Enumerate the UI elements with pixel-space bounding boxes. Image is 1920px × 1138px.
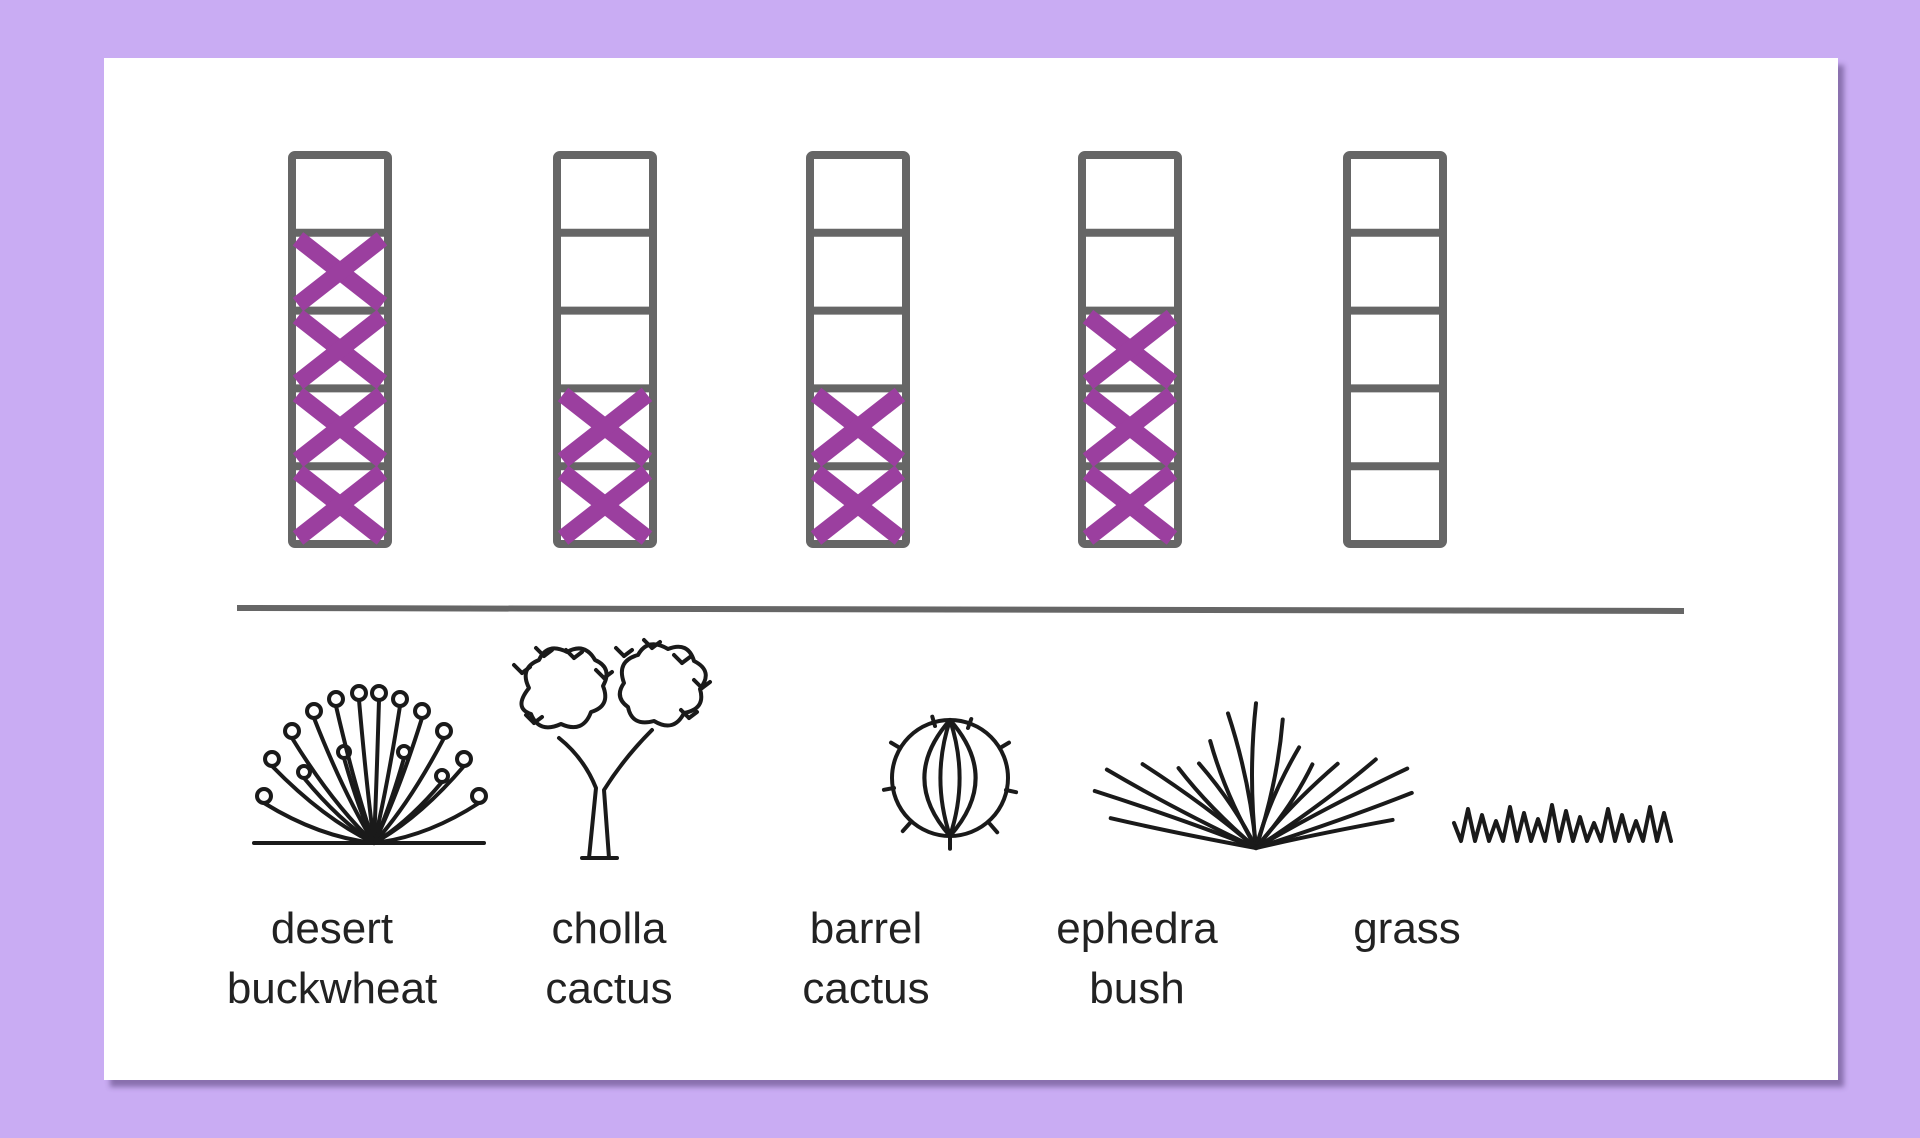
column-frame — [806, 151, 910, 548]
tally-mark — [292, 309, 388, 390]
tally-mark — [292, 387, 388, 467]
column-frame — [1343, 151, 1447, 548]
tally-mark — [1082, 309, 1178, 390]
label-line: ephedra — [1056, 904, 1218, 953]
category-label-cholla-cactus: cholla cactus — [545, 904, 672, 1013]
chart-card: desert buckwheat cholla cactus barrel cactus e… — [104, 58, 1838, 1080]
label-line: barrel — [810, 904, 923, 953]
tally-mark — [1082, 387, 1178, 467]
tally-mark — [557, 387, 653, 467]
label-line: cholla — [552, 904, 667, 953]
tally-mark — [810, 465, 906, 545]
category-label-grass: grass — [1353, 904, 1461, 953]
column-cholla-cactus — [553, 151, 657, 548]
cholla-cactus-icon — [512, 638, 712, 860]
tally-mark — [557, 465, 653, 545]
label-line: grass — [1353, 904, 1461, 953]
label-line: cactus — [545, 964, 672, 1013]
column-ephedra-bush — [1078, 151, 1182, 548]
label-line: desert — [271, 904, 393, 953]
column-grass — [1343, 151, 1447, 548]
label-line: cactus — [802, 964, 929, 1013]
plant-icons — [252, 638, 1673, 860]
tally-mark — [292, 465, 388, 545]
column-desert-buckwheat — [288, 151, 392, 548]
category-label-ephedra-bush: ephedra bush — [1056, 904, 1218, 1013]
bar-chart: desert buckwheat cholla cactus barrel cactus e… — [227, 151, 1685, 1013]
category-label-barrel-cactus: barrel cactus — [802, 904, 929, 1013]
category-label-desert-buckwheat: desert buckwheat — [227, 904, 437, 1013]
barrel-cactus-icon — [881, 714, 1019, 851]
ephedra-bush-icon — [1092, 701, 1414, 850]
label-line: bush — [1089, 964, 1184, 1013]
column-frame — [553, 151, 657, 548]
category-labels: desert buckwheat cholla cactus barrel cactus e… — [227, 904, 1461, 1013]
tally-mark — [292, 232, 388, 312]
label-line: buckwheat — [227, 964, 437, 1013]
column-frame — [288, 151, 392, 548]
tally-mark — [810, 387, 906, 467]
baseline — [236, 605, 1685, 614]
column-barrel-cactus — [806, 151, 910, 548]
tally-mark — [1082, 465, 1178, 545]
column-frame — [1078, 151, 1182, 548]
desert-buckwheat-icon — [252, 684, 488, 845]
grass-icon — [1452, 803, 1673, 843]
columns — [288, 151, 1447, 548]
